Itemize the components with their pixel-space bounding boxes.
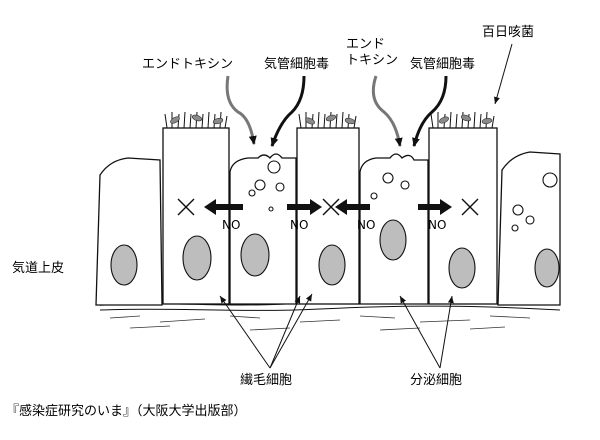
cross-mark-2	[322, 198, 340, 216]
tracheal-cytotoxin-label-2: 気管細胞毒	[410, 56, 475, 72]
endotoxin-arrow-1	[225, 75, 257, 145]
endotoxin-label-1: エンドトキシン	[142, 57, 233, 72]
no-label-2: NO	[290, 218, 308, 232]
no-label-3: NO	[357, 218, 375, 232]
no-arrow-1	[204, 199, 243, 215]
bacteria-cluster-3	[439, 114, 493, 125]
ciliated-cell-1	[162, 127, 230, 305]
no-arrow-3	[335, 199, 370, 215]
airway-epithelium-label: 気道上皮	[12, 260, 64, 276]
source-caption: 『感染症研究のいま』（大阪大学出版部）	[6, 404, 247, 419]
ciliated-cell-2	[296, 127, 360, 305]
tracheal-cytotoxin-label-1: 気管細胞毒	[264, 56, 329, 72]
secretory-cell-1	[229, 153, 297, 305]
endotoxin-label-2-line1: エンド	[346, 37, 385, 52]
ciliated-cell-3	[428, 127, 498, 305]
secretory-cell-label: 分泌細胞	[410, 373, 462, 388]
secretory-cell-pointers	[399, 295, 454, 369]
endotoxin-label-2-line2: トキシン	[346, 53, 398, 68]
endotoxin-arrow-2	[371, 75, 403, 147]
tracheal-cytotoxin-arrow-2	[412, 75, 448, 147]
outer-cell-right	[497, 151, 561, 306]
bacteria-cluster-2	[305, 114, 356, 125]
outer-cell-left	[95, 157, 163, 306]
no-arrow-2	[287, 199, 322, 215]
cross-mark-3	[461, 198, 479, 216]
bordetella-pointer	[494, 43, 513, 105]
ciliated-cell-label: 繊毛細胞	[240, 372, 292, 388]
no-label-1: NO	[222, 218, 240, 232]
bordetella-label: 百日咳菌	[482, 25, 534, 40]
secretory-cell-2	[359, 153, 429, 305]
bacteria-cluster-1	[170, 114, 224, 125]
cross-mark-1	[177, 198, 195, 216]
tracheal-cytotoxin-arrow-1	[270, 75, 306, 147]
no-label-4: NO	[428, 218, 446, 232]
no-arrow-4	[418, 199, 452, 215]
ciliated-cell-pointers	[219, 293, 313, 369]
